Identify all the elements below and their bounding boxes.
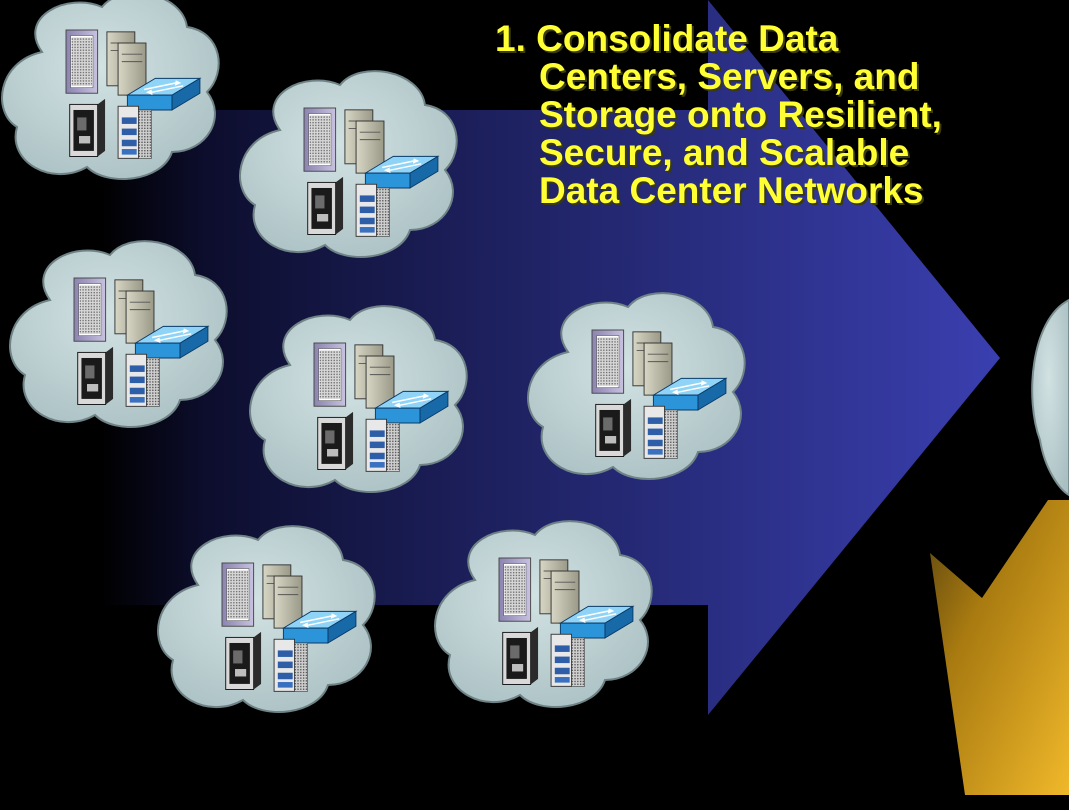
headline-line-3: Storage onto Resilient, <box>539 94 942 135</box>
headline-number: 1. <box>495 18 526 59</box>
headline-line-5: Data Center Networks <box>539 170 924 211</box>
headline-line-2: Centers, Servers, and <box>539 56 920 97</box>
headline: 1. Consolidate Data Centers, Servers, an… <box>495 20 1065 210</box>
consolidated-data-center-cloud <box>1031 298 1069 497</box>
headline-line-1: 1. Consolidate Data <box>495 18 839 59</box>
gold-arrow <box>930 500 1069 795</box>
headline-line-4: Secure, and Scalable <box>539 132 910 173</box>
